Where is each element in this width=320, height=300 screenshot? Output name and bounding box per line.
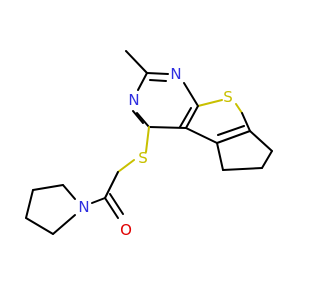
bond-cco-namide: [91, 197, 106, 204]
bond-methyl: [125, 50, 148, 74]
atom-o-carbonyl: O: [120, 221, 132, 239]
bond-c3b-c6a: [216, 130, 251, 144]
bond-cd-namide: [52, 214, 76, 235]
bond-c5-c4r: [222, 167, 263, 171]
bond-c3a-c3b: [185, 127, 218, 144]
bonds: [25, 50, 273, 235]
bond-c3a-c4: [148, 126, 187, 129]
bond-cco-o: [104, 197, 119, 219]
atom-n-top: N: [170, 65, 181, 83]
bond-c4-slink: [145, 126, 150, 153]
bond-c2-n3: [146, 72, 169, 75]
bond-c6-c5: [261, 150, 273, 169]
atom-labels: N N S S N O: [78, 65, 232, 239]
bond-slink-ch2: [117, 159, 135, 173]
bond-ch2-cco: [104, 171, 119, 199]
bond-c2-n1: [137, 72, 148, 91]
atom-n-left: N: [128, 91, 139, 109]
bond-c4-n1: [136, 112, 150, 128]
bond-c6a-c6: [249, 130, 273, 152]
bond-cc-cd: [25, 217, 54, 235]
bond-c4-n1-double: [132, 110, 144, 124]
bond-cb-cc: [25, 189, 34, 219]
bond-s-c6a: [235, 103, 243, 114]
bond-ca-cb: [32, 184, 64, 191]
bond-c7a-c3a: [185, 105, 199, 129]
bond-cco-o-double: [109, 193, 124, 215]
bond-n3-c7a: [183, 82, 199, 107]
atom-n-amide: N: [78, 198, 89, 216]
bond-c7a-c3a-double: [179, 107, 192, 128]
bond-c7a-s: [197, 99, 223, 107]
atom-s-link: S: [138, 149, 148, 167]
bond-c3b-c6a-double: [217, 125, 245, 136]
bond-namide-ca: [62, 184, 76, 200]
bond-c4r-c3b: [216, 142, 224, 171]
molecule-structure-diagram: N N S S N O: [25, 50, 273, 239]
atom-s-ring: S: [223, 88, 233, 106]
bond-c2-n3-double: [149, 79, 167, 82]
bond-s-c6a-b: [241, 112, 251, 132]
